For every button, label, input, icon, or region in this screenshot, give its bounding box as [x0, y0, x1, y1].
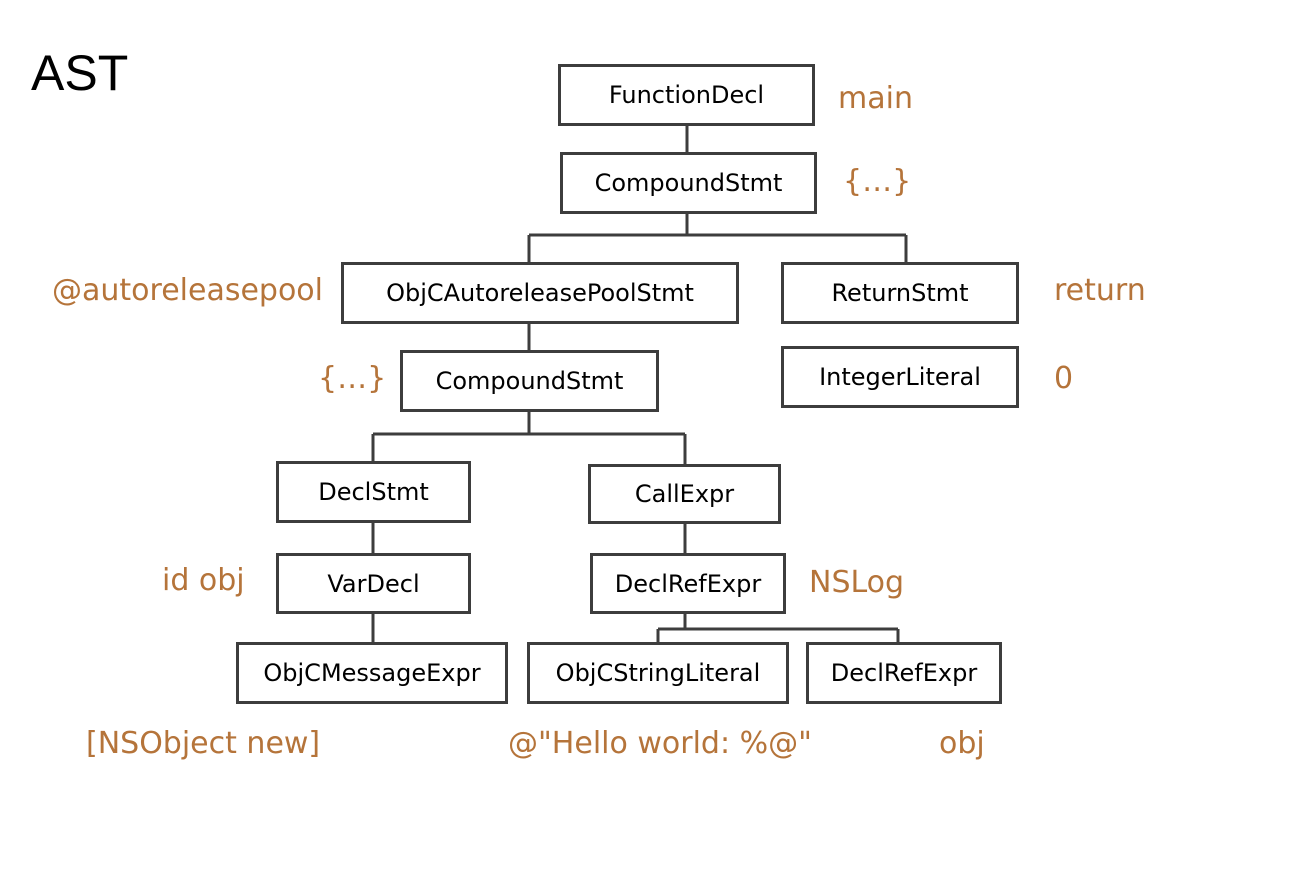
node-compound-stmt-top: CompoundStmt: [560, 152, 817, 214]
diagram-title: AST: [31, 45, 129, 101]
annotation-braces-top: {…}: [843, 164, 912, 199]
annotation-obj: obj: [939, 726, 985, 761]
annotation-zero: 0: [1054, 361, 1074, 396]
node-autorelease-pool-stmt: ObjCAutoreleasePoolStmt: [341, 262, 739, 324]
node-decl-ref-expr-obj: DeclRefExpr: [806, 642, 1002, 704]
node-function-decl: FunctionDecl: [558, 64, 815, 126]
annotation-main: main: [838, 81, 913, 116]
annotation-nslog: NSLog: [809, 565, 905, 600]
node-decl-ref-expr-nslog: DeclRefExpr: [590, 553, 786, 614]
node-return-stmt: ReturnStmt: [781, 262, 1019, 324]
annotation-braces-inner: {…}: [318, 361, 387, 396]
node-decl-stmt: DeclStmt: [276, 461, 471, 523]
node-string-literal: ObjCStringLiteral: [527, 642, 789, 704]
annotation-autoreleasepool: @autoreleasepool: [52, 273, 323, 308]
annotation-return: return: [1054, 273, 1146, 308]
node-call-expr: CallExpr: [588, 464, 781, 524]
node-message-expr: ObjCMessageExpr: [236, 642, 508, 704]
node-var-decl: VarDecl: [276, 553, 471, 614]
annotation-id-obj: id obj: [162, 563, 245, 598]
node-integer-literal: IntegerLiteral: [781, 346, 1019, 408]
node-compound-stmt-inner: CompoundStmt: [400, 350, 659, 412]
annotation-hello-world: @"Hello world: %@": [508, 726, 812, 761]
annotation-nsobject-new: [NSObject new]: [86, 726, 321, 761]
